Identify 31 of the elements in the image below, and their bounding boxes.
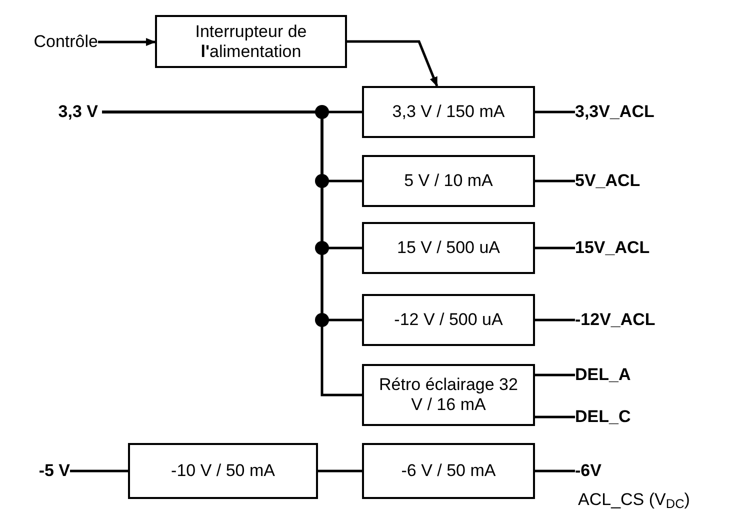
signal-label: -6V (575, 459, 635, 483)
wire (318, 470, 362, 472)
wire (535, 318, 575, 322)
signal-label: 15V_ACL (575, 236, 685, 260)
signal-label: -12V_ACL (575, 308, 685, 332)
wire (535, 246, 575, 250)
module-box: -10 V / 50 mA (128, 443, 318, 499)
signal-label: 5V_ACL (575, 169, 685, 193)
arrow (347, 40, 438, 87)
module-box: 5 V / 10 mA (362, 155, 535, 207)
wire (535, 180, 575, 182)
module-box: 15 V / 500 uA (362, 222, 535, 274)
wire (70, 470, 128, 472)
module-box: 3,3 V / 150 mA (362, 86, 535, 138)
signal-label: 3,3 V (36, 100, 98, 124)
wire (535, 416, 575, 418)
signal-label: DEL_C (575, 405, 665, 429)
module-box: -6 V / 50 mA (362, 443, 535, 499)
module-box: Interrupteur de l'alimentation (155, 15, 347, 68)
module-box: -12 V / 500 uA (362, 294, 535, 346)
module-box: Rétro éclairage 32 V / 16 mA (362, 364, 535, 426)
signal-label: -5 V (14, 459, 70, 483)
wire (535, 470, 575, 472)
arrow (98, 38, 156, 46)
signal-note: ACL_CS (V$_{DC}$) (578, 489, 690, 512)
signal-label: Contrôle (6, 30, 98, 54)
wire (102, 110, 362, 396)
signal-label: 3,3V_ACL (575, 100, 685, 124)
wire (535, 374, 575, 376)
signal-label: DEL_A (575, 363, 665, 387)
wire (535, 110, 575, 114)
